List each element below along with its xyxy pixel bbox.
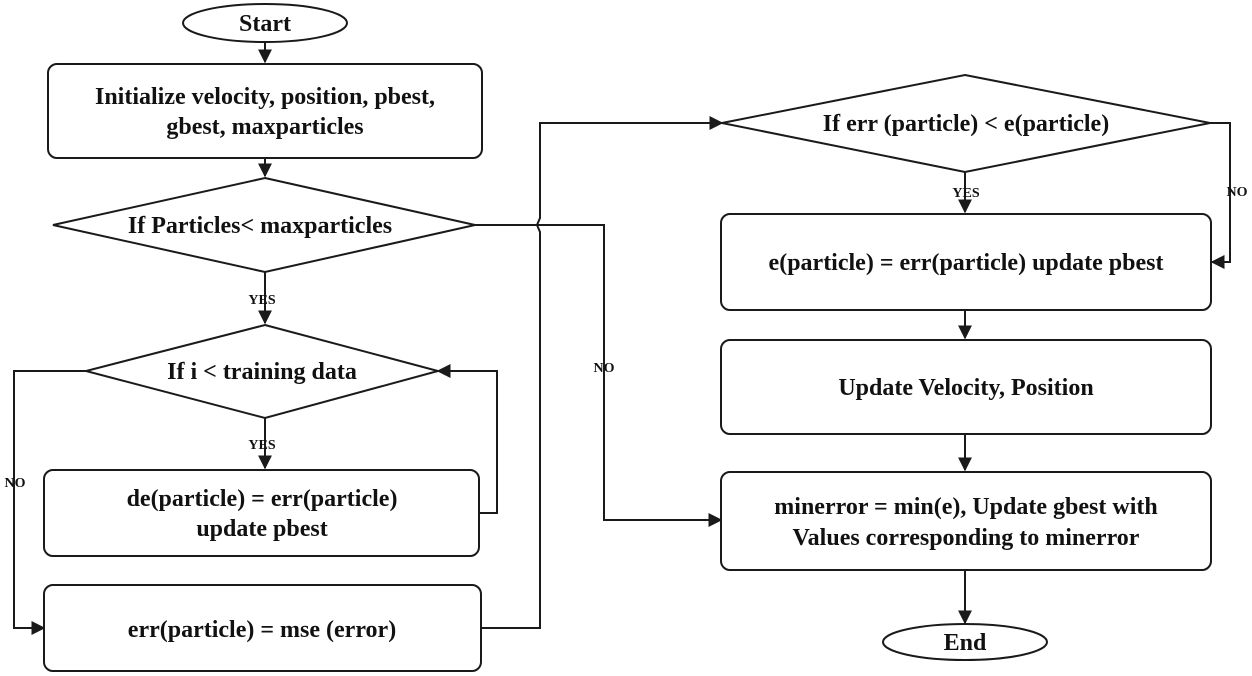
branch-labels: YES YES YES NO NO NO [5, 185, 1248, 491]
training-decision: If i < training data [82, 323, 442, 420]
err-compare-diamond [721, 73, 1211, 174]
yes-label-training: YES [248, 438, 275, 453]
err-mse-label: err(particle) = mse (error) [128, 617, 396, 643]
minerror-label-line1: minerror = min(e), Update gbest with [774, 494, 1157, 520]
start-node: Start [182, 3, 348, 43]
de-label-line1: de(particle) = err(particle) [127, 486, 398, 512]
no-label-training: NO [5, 476, 26, 491]
err-mse-rect [43, 584, 482, 672]
de-label-line2: update pbest [196, 516, 327, 542]
de-rect [43, 469, 480, 557]
update-velocity-label: Update Velocity, Position [838, 375, 1093, 401]
connectors [13, 42, 1231, 635]
end-node: End [882, 623, 1048, 661]
training-diamond [82, 323, 442, 420]
minerror-label-line2: Values corresponding to minerror [793, 525, 1140, 551]
particles-decision-label: If Particles< maxparticles [128, 213, 392, 239]
yes-label-err: YES [952, 186, 979, 201]
particles-decision: If Particles< maxparticles [52, 176, 476, 274]
e-update-box: e(particle) = err(particle) update pbest [720, 213, 1212, 311]
update-velocity-box: Update Velocity, Position [720, 339, 1212, 435]
err-mse-box: err(particle) = mse (error) [43, 584, 482, 672]
err-compare-decision: If err (particle) < e(particle) [721, 73, 1211, 174]
yes-label-particles: YES [248, 293, 275, 308]
init-box: Initialize velocity, position, pbest, gb… [47, 63, 483, 159]
arrow-de-loop-back [436, 364, 498, 514]
training-decision-label: If i < training data [167, 359, 357, 385]
e-update-rect [720, 213, 1212, 311]
minerror-box: minerror = min(e), Update gbest with Val… [720, 471, 1212, 571]
no-label-err: NO [1227, 185, 1248, 200]
init-rect [47, 63, 483, 159]
de-update-box: de(particle) = err(particle) update pbes… [43, 469, 480, 557]
end-ellipse [882, 623, 1048, 661]
arrow-training-no [13, 370, 86, 635]
minerror-rect [720, 471, 1212, 571]
e-update-label: e(particle) = err(particle) update pbest [769, 250, 1164, 276]
arrow-particles-no [475, 224, 723, 527]
end-label: End [944, 630, 987, 656]
no-label-particles: NO [594, 361, 615, 376]
init-label-line2: gbest, maxparticles [166, 114, 363, 140]
particles-diamond [52, 176, 476, 274]
start-ellipse [182, 3, 348, 43]
arrow-compare-no [1210, 122, 1231, 269]
err-compare-label: If err (particle) < e(particle) [823, 111, 1109, 137]
update-velocity-rect [720, 339, 1212, 435]
init-label-line1: Initialize velocity, position, pbest, [95, 84, 435, 110]
start-label: Start [239, 11, 291, 37]
